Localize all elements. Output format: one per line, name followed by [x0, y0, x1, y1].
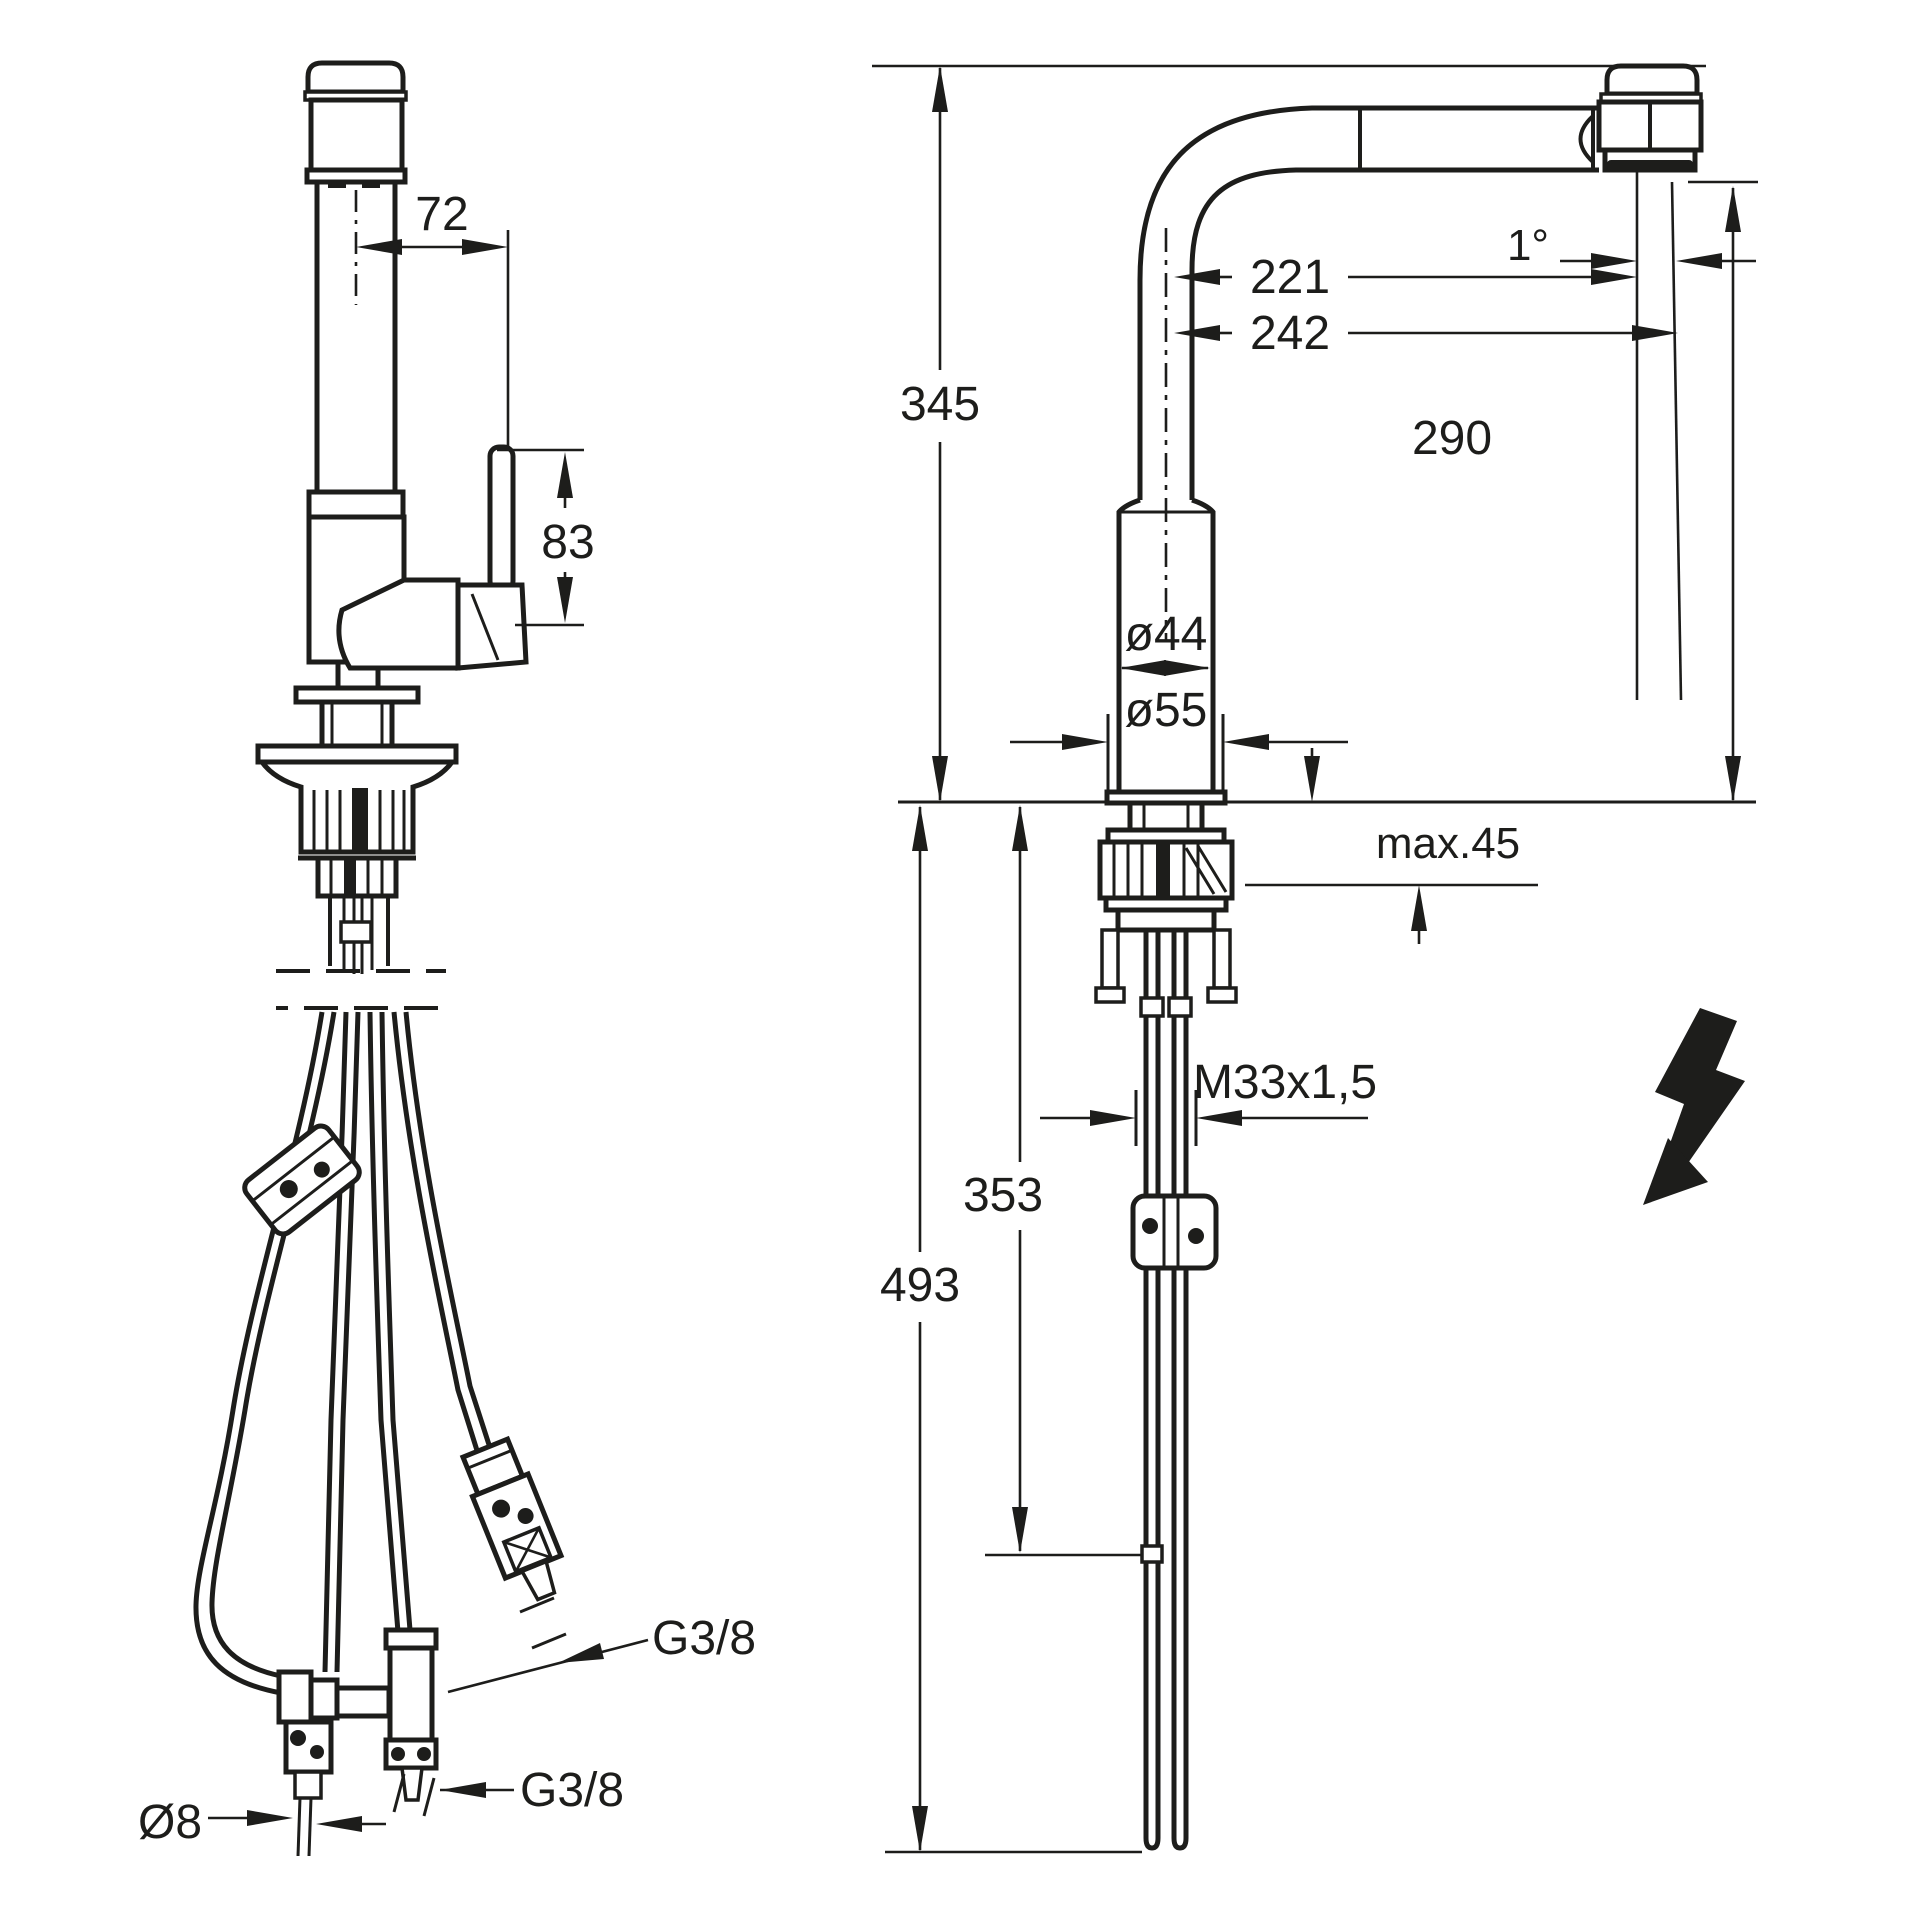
escutcheon-ribs: [312, 788, 406, 852]
dim-290-label: 290: [1412, 412, 1492, 465]
dim-345-label: 345: [900, 378, 980, 431]
supply-hoses-right: [1139, 930, 1193, 1851]
spray-head-front: [1596, 63, 1704, 173]
hose-weight-right: [1130, 1193, 1219, 1271]
dim-345: 345: [872, 64, 1706, 802]
dim-221: 221: [1174, 251, 1637, 304]
break-lines: [276, 969, 446, 1010]
handle-lever: [336, 444, 529, 671]
dim-m33: M33x1,5: [1040, 1056, 1377, 1146]
spray-head-side: [303, 60, 408, 188]
faucet-front: [1104, 105, 1599, 806]
hose-weight-left: [242, 1123, 362, 1237]
left-view: 72 83 G3/8 G3/8: [138, 60, 756, 1857]
leader-dia8: Ø8: [138, 1796, 386, 1849]
dim-221-label: 221: [1250, 251, 1330, 304]
reference-lines: [1164, 172, 1758, 701]
dim-242-label: 242: [1250, 307, 1330, 360]
dim-dia44: ø44: [1120, 608, 1210, 676]
mounting-hardware-left: [255, 685, 459, 974]
dia55-label: ø55: [1125, 684, 1208, 737]
dim-83: 83: [497, 448, 595, 627]
dim-493-label: 493: [880, 1259, 960, 1312]
dim-max45: max.45: [1245, 748, 1538, 944]
max45-label: max.45: [1376, 819, 1520, 868]
check-valve-tilted: [459, 1435, 565, 1602]
tee-valve: [383, 1627, 439, 1802]
dia8-label: Ø8: [138, 1796, 202, 1849]
hose-fittings: [276, 1435, 565, 1857]
g38-lower-label: G3/8: [520, 1764, 624, 1817]
dim-angle-1deg: 1°: [1507, 221, 1756, 270]
dim-72-label: 72: [415, 188, 468, 241]
dim-72: 72: [354, 188, 510, 450]
dim-83-label: 83: [541, 516, 594, 569]
leader-g38-upper: G3/8: [447, 1596, 756, 1694]
g38-upper-label: G3/8: [652, 1612, 756, 1665]
supply-hoses-left: [193, 1011, 495, 1696]
dim-353-label: 353: [963, 1169, 1043, 1222]
dia44-label: ø44: [1125, 608, 1208, 661]
dim-493: 493: [880, 805, 1142, 1854]
leader-g38-lower: G3/8: [392, 1764, 624, 1817]
m33-label: M33x1,5: [1193, 1056, 1377, 1109]
mount-nut-ribs: [1112, 842, 1228, 898]
dim-353: 353: [963, 805, 1142, 1557]
dim-242: 242: [1174, 307, 1678, 360]
lightning-bolt-icon: [1643, 1008, 1745, 1205]
dim-290: 290: [1412, 186, 1741, 802]
mounting-hardware-right: [1094, 800, 1238, 1004]
angle-label: 1°: [1507, 221, 1549, 270]
check-valve-lower: [283, 1719, 334, 1857]
dim-dia55: ø55: [1010, 684, 1348, 794]
right-view: 345 1° 221: [872, 63, 1758, 1854]
